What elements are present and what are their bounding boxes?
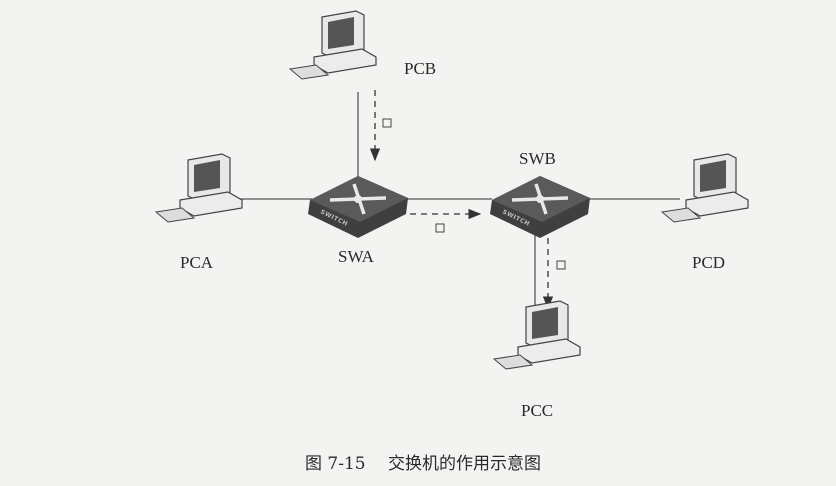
frame-icon [556,260,566,270]
swa-switch-icon [306,174,410,240]
figure-caption: 图 7-15 交换机的作用示意图 [305,454,541,474]
label-swa: SWA [338,247,375,266]
pcb-computer-icon [289,10,377,80]
links [240,92,680,318]
pcc-computer-icon [493,300,581,370]
frame-icon [382,118,392,128]
frame-icon [435,223,445,233]
label-pcc: PCC [521,401,553,420]
pca-computer-icon [155,153,243,223]
label-pca: PCA [180,253,214,272]
label-pcb: PCB [404,59,436,78]
pcd-computer-icon [661,153,749,223]
label-swb: SWB [519,149,556,168]
label-pcd: PCD [692,253,725,272]
swb-switch-icon [488,174,592,240]
